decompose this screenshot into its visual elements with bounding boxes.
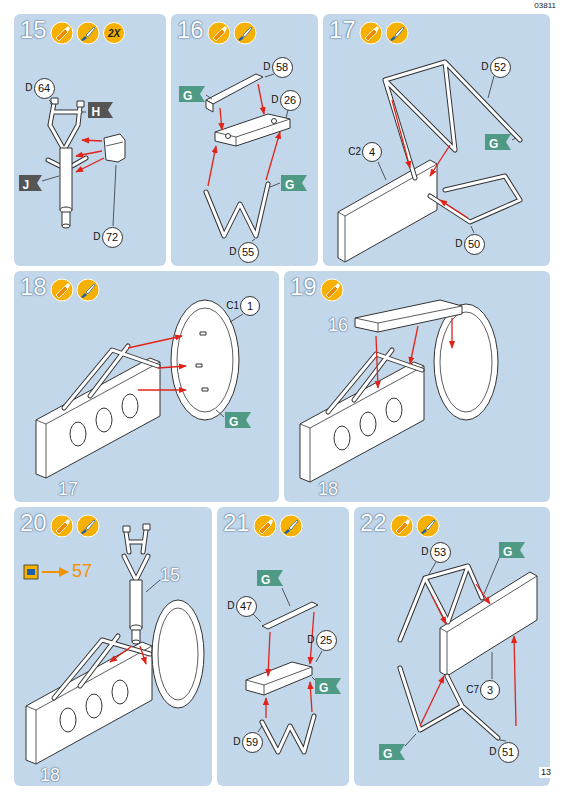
part-callout: D47	[236, 596, 257, 617]
step-number: 21	[223, 509, 250, 537]
part-number: 26	[284, 91, 296, 110]
part-prefix: C1	[226, 300, 239, 312]
page-number: 13	[539, 767, 553, 778]
part-prefix: D	[271, 94, 278, 106]
part-prefix: D	[229, 246, 236, 258]
step-icons	[51, 22, 439, 537]
flag-letter: G	[225, 414, 238, 430]
part-prefix: D	[25, 82, 32, 94]
part-number: 50	[468, 235, 480, 254]
subassembly-ref: 16	[328, 316, 348, 334]
flag-marker: J	[19, 175, 42, 191]
flag-letter: G	[257, 572, 270, 588]
flag-letter: J	[19, 177, 30, 193]
part-number: 51	[502, 743, 514, 762]
step-17-art	[338, 62, 520, 262]
step-number: 19	[290, 273, 317, 301]
quantity-text: 2X	[108, 24, 120, 44]
page-code: 03811	[534, 2, 556, 10]
step-number: 16	[177, 16, 204, 44]
flag-marker: G	[379, 744, 405, 760]
quantity-badge: 2X	[103, 22, 125, 44]
part-number: 52	[494, 58, 506, 77]
part-number: 3	[487, 681, 493, 699]
part-number: 25	[320, 631, 332, 650]
step-number: 20	[20, 509, 47, 537]
part-callout: D55	[238, 242, 259, 263]
part-prefix: D	[263, 61, 270, 73]
part-number: 55	[242, 243, 254, 262]
part-callout: D50	[464, 234, 485, 255]
flag-shape	[19, 175, 42, 191]
flag-marker: G	[179, 86, 205, 102]
flag-marker: G	[499, 542, 525, 558]
paint-ref: 57	[72, 562, 92, 580]
flag-letter: G	[315, 680, 328, 696]
part-callout: D58	[272, 57, 293, 78]
step-number: 17	[329, 16, 356, 44]
flag-letter: G	[499, 544, 512, 560]
flag-marker: H	[88, 102, 113, 118]
part-prefix: D	[481, 61, 488, 73]
part-callout: C24	[362, 142, 382, 162]
part-number: 58	[276, 58, 288, 77]
part-number: 1	[247, 297, 253, 315]
step-21-art	[246, 588, 322, 752]
part-prefix: C7	[466, 684, 479, 696]
flag-letter: G	[281, 177, 294, 193]
flag-marker: G	[315, 678, 341, 694]
step-number: 18	[20, 273, 47, 301]
part-callout: C11	[240, 296, 260, 316]
flag-letter: G	[179, 88, 192, 104]
subassembly-ref: 15	[160, 566, 180, 584]
step-16-art	[206, 74, 290, 241]
part-callout: D59	[242, 732, 263, 753]
part-number: 59	[246, 733, 258, 752]
flag-letter: G	[485, 136, 498, 152]
step-18-art	[36, 300, 243, 478]
part-number: 72	[106, 228, 118, 247]
part-prefix: D	[455, 238, 462, 250]
flag-marker: G	[485, 134, 511, 150]
part-number: 4	[369, 143, 375, 161]
part-callout: D51	[498, 742, 519, 763]
part-number: 47	[240, 597, 252, 616]
part-callout: D53	[430, 542, 451, 563]
flag-letter: H	[88, 104, 101, 120]
step-15-art	[42, 98, 125, 228]
part-prefix: D	[307, 634, 314, 646]
part-number: 64	[38, 79, 50, 98]
flag-marker: G	[257, 570, 283, 586]
subassembly-ref: 18	[318, 480, 338, 498]
part-prefix: D	[489, 746, 496, 758]
step-number: 15	[20, 16, 47, 44]
part-number: 53	[434, 543, 446, 562]
subassembly-ref: 17	[58, 480, 78, 498]
step-19-art	[300, 300, 498, 482]
flag-marker: G	[281, 175, 307, 191]
part-callout: D64	[34, 78, 55, 99]
part-prefix: D	[421, 546, 428, 558]
flag-marker: G	[225, 412, 251, 428]
part-prefix: C2	[348, 146, 361, 158]
part-callout: D72	[102, 227, 123, 248]
part-callout: D52	[490, 57, 511, 78]
step-20-art	[24, 524, 204, 764]
flag-letter: G	[379, 746, 392, 762]
part-prefix: D	[233, 736, 240, 748]
subassembly-ref: 18	[40, 766, 60, 784]
part-callout: D25	[316, 630, 337, 651]
step-22-art	[400, 556, 537, 746]
part-callout: D26	[280, 90, 301, 111]
part-prefix: D	[227, 600, 234, 612]
part-callout: C73	[480, 680, 500, 700]
part-prefix: D	[93, 231, 100, 243]
step-number: 22	[360, 509, 387, 537]
